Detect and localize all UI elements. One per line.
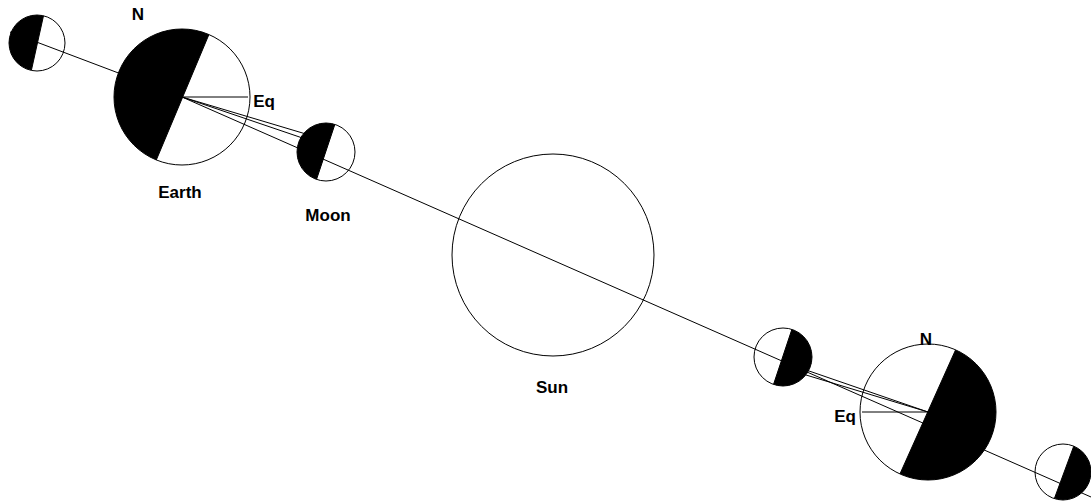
moon-label: Moon	[305, 207, 350, 224]
sun-label: Sun	[536, 379, 568, 396]
north-label: N	[132, 6, 144, 23]
equator-label: Eq	[253, 93, 275, 110]
equator-label: Eq	[834, 408, 856, 425]
earth-label: Earth	[158, 184, 201, 201]
north-label: N	[920, 331, 932, 348]
